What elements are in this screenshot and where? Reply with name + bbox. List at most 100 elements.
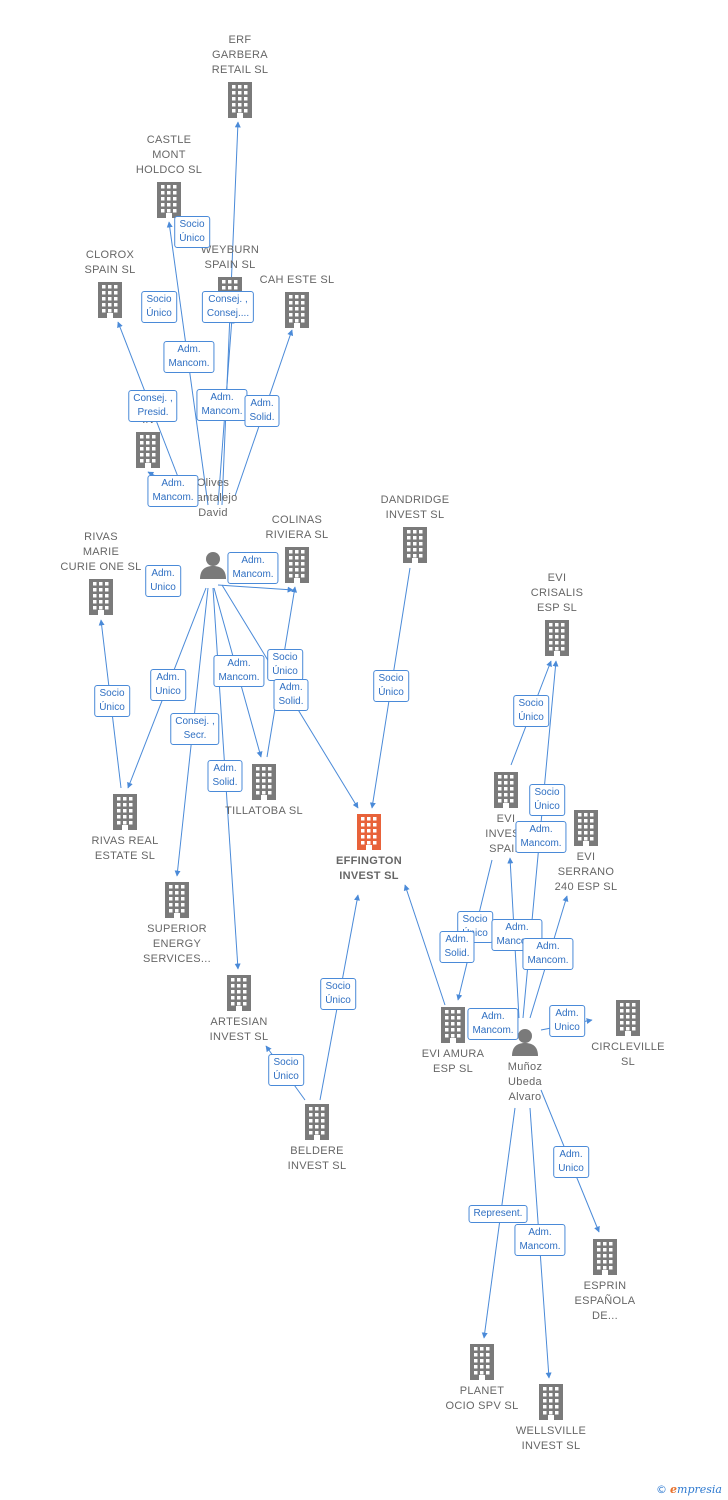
node-label: DANDRIDGE INVEST SL xyxy=(380,494,450,521)
edge-munoz-to-planet xyxy=(481,1107,516,1339)
node-caheste[interactable]: CAH ESTE SL xyxy=(242,273,352,328)
person-icon xyxy=(158,551,268,579)
node-label: ESPRIN ESPAÑOLA DE... xyxy=(574,1280,636,1322)
relation-tag[interactable]: Socio Único xyxy=(94,685,130,717)
node-label: WEYBURN SPAIN SL xyxy=(200,244,260,271)
relation-tag[interactable]: Adm. Mancom. xyxy=(147,475,199,507)
relation-tag[interactable]: Adm. Solid. xyxy=(273,679,309,711)
building-icon xyxy=(398,1007,508,1043)
building-icon xyxy=(314,814,424,850)
relation-tag[interactable]: Consej. , Secr. xyxy=(170,713,220,745)
node-label: Olives Cantalejo David xyxy=(188,477,238,519)
empresia-footer[interactable]: ©empresia xyxy=(656,1483,722,1496)
edge-olives-to-colinas xyxy=(217,584,294,593)
building-icon xyxy=(496,1384,606,1420)
node-label: Muñoz Ubeda Alvaro xyxy=(507,1061,543,1103)
node-munoz[interactable]: Muñoz Ubeda Alvaro xyxy=(470,1028,580,1105)
building-icon xyxy=(184,975,294,1011)
node-erf[interactable]: ERF GARBERA RETAIL SL xyxy=(185,33,295,118)
relation-tag[interactable]: Socio Único xyxy=(141,291,177,323)
relation-tag[interactable]: Represent. xyxy=(468,1205,528,1223)
building-icon xyxy=(185,82,295,118)
brand-initial: e xyxy=(670,1483,678,1496)
relation-tag[interactable]: Socio Único xyxy=(513,695,549,727)
relation-tag[interactable]: Socio Único xyxy=(373,670,409,702)
node-label: WELLSVILLE INVEST SL xyxy=(515,1425,587,1452)
node-effington[interactable]: EFFINGTON INVEST SL xyxy=(314,814,424,884)
relation-tag[interactable]: Adm. Mancom. xyxy=(515,821,567,853)
relation-tag[interactable]: Adm. Mancom. xyxy=(213,655,265,687)
relation-tag[interactable]: Socio Único xyxy=(267,649,303,681)
relation-tag[interactable]: Adm. Mancom. xyxy=(227,552,279,584)
relation-tag[interactable]: Consej. , Consej.... xyxy=(201,291,255,323)
node-rivasreal[interactable]: RIVAS REAL ESTATE SL xyxy=(70,794,180,864)
node-rivasmarie[interactable]: RIVAS MARIE CURIE ONE SL xyxy=(46,530,156,615)
node-label: SUPERIOR ENERGY SERVICES... xyxy=(143,923,211,965)
relation-tag[interactable]: Socio Único xyxy=(320,978,356,1010)
relation-tag[interactable]: Adm. Solid. xyxy=(244,395,280,427)
node-eviamura[interactable]: EVI AMURA ESP SL xyxy=(398,1007,508,1077)
node-label: TILLATOBA SL xyxy=(225,805,303,817)
node-artesian[interactable]: ARTESIAN INVEST SL xyxy=(184,975,294,1045)
relation-tag[interactable]: Adm. Unico xyxy=(549,1005,585,1037)
relation-tag[interactable]: Socio Único xyxy=(174,216,210,248)
building-icon xyxy=(262,1104,372,1140)
node-circleville[interactable]: CIRCLEVILLE SL xyxy=(573,1000,683,1070)
node-beldere[interactable]: BELDERE INVEST SL xyxy=(262,1104,372,1174)
building-icon xyxy=(46,579,156,615)
node-clorox[interactable]: CLOROX SPAIN SL xyxy=(55,248,165,318)
node-label: RIVAS MARIE CURIE ONE SL xyxy=(60,531,142,573)
node-castle[interactable]: CASTLE MONT HOLDCO SL xyxy=(114,133,224,218)
building-icon xyxy=(242,292,352,328)
building-icon xyxy=(427,1344,537,1380)
node-label: BELDERE INVEST SL xyxy=(287,1145,347,1172)
building-icon xyxy=(70,794,180,830)
brand-name: mpresia xyxy=(677,1483,722,1496)
node-label: ERF GARBERA RETAIL SL xyxy=(211,34,269,76)
node-label: CASTLE MONT HOLDCO SL xyxy=(135,134,203,176)
building-icon xyxy=(114,182,224,218)
building-icon xyxy=(550,1239,660,1275)
building-icon xyxy=(242,547,352,583)
node-label: CIRCLEVILLE SL xyxy=(591,1041,665,1068)
node-eviserrano[interactable]: EVI SERRANO 240 ESP SL xyxy=(531,810,641,895)
building-icon xyxy=(360,527,470,563)
node-superior[interactable]: SUPERIOR ENERGY SERVICES... xyxy=(122,882,232,967)
node-label: CAH ESTE SL xyxy=(259,274,335,286)
edge-eviamura-to-effington xyxy=(403,884,446,1006)
building-icon xyxy=(209,764,319,800)
node-tillatoba[interactable]: TILLATOBA SL xyxy=(209,764,319,819)
relation-tag[interactable]: Adm. Mancom. xyxy=(522,938,574,970)
building-icon xyxy=(531,810,641,846)
building-icon xyxy=(55,282,165,318)
node-label: EFFINGTON INVEST SL xyxy=(335,855,403,882)
node-planet[interactable]: PLANET OCIO SPV SL xyxy=(427,1344,537,1414)
node-colinas[interactable]: COLINAS RIVIERA SL xyxy=(242,513,352,583)
node-olives[interactable]: Olives Cantalejo David xyxy=(158,476,268,579)
node-evicrisalis[interactable]: EVI CRISALIS ESP SL xyxy=(502,571,612,656)
node-esprin[interactable]: ESPRIN ESPAÑOLA DE... xyxy=(550,1239,660,1324)
node-label: EVI SERRANO 240 ESP SL xyxy=(554,851,618,893)
relation-tag[interactable]: Socio Único xyxy=(268,1054,304,1086)
relation-tag[interactable]: Adm. Unico xyxy=(553,1146,589,1178)
relation-tag[interactable]: Adm. Mancom. xyxy=(163,341,215,373)
relation-tag[interactable]: Adm. Mancom. xyxy=(514,1224,566,1256)
relation-tag[interactable]: Adm. Unico xyxy=(145,565,181,597)
node-label: ARTESIAN INVEST SL xyxy=(209,1016,269,1043)
node-dandridge[interactable]: DANDRIDGE INVEST SL xyxy=(360,493,470,563)
relation-tag[interactable]: Adm. Mancom. xyxy=(196,389,248,421)
relation-tag[interactable]: Adm. Unico xyxy=(150,669,186,701)
copyright-symbol: © xyxy=(656,1483,668,1496)
node-label: PLANET OCIO SPV SL xyxy=(445,1385,519,1412)
node-label: EVI AMURA ESP SL xyxy=(421,1048,485,1075)
relation-tag[interactable]: Adm. Solid. xyxy=(439,931,475,963)
node-wellsville[interactable]: WELLSVILLE INVEST SL xyxy=(496,1384,606,1454)
relation-tag[interactable]: Socio Único xyxy=(529,784,565,816)
relation-tag[interactable]: Consej. , Presid. xyxy=(128,390,178,422)
node-label: COLINAS RIVIERA SL xyxy=(265,514,329,541)
person-icon xyxy=(470,1028,580,1056)
relation-tag[interactable]: Adm. Solid. xyxy=(207,760,243,792)
relation-tag[interactable]: Adm. Mancom. xyxy=(467,1008,519,1040)
building-icon xyxy=(502,620,612,656)
